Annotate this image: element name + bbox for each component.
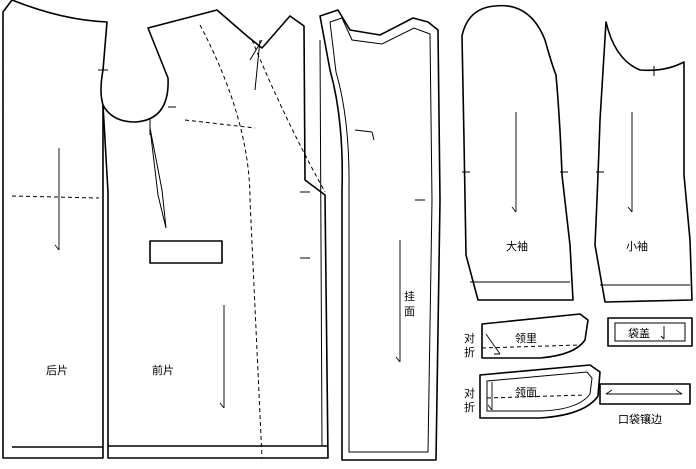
top-sleeve-outline xyxy=(461,4,574,301)
pocket-flap-grainline xyxy=(660,326,665,340)
facing-label-2: 面 xyxy=(404,305,415,318)
pocket-flap-inner xyxy=(614,322,686,342)
back-waist-line xyxy=(11,195,100,199)
front-edge-line xyxy=(319,39,323,447)
under-collar-outline xyxy=(481,313,589,359)
under-collar-grainline xyxy=(485,333,501,355)
pocket-flap-label: 袋盖 xyxy=(628,326,650,340)
front-piece-label: 前片 xyxy=(152,363,174,377)
pocket-flap-outer xyxy=(607,317,693,347)
under-sleeve-piece: 小袖 xyxy=(594,21,693,303)
front-lapel-notch xyxy=(249,39,263,91)
facing-label-1: 挂 xyxy=(404,289,415,303)
under-collar-label: 领里 xyxy=(515,332,537,345)
under-sleeve-grainline xyxy=(627,112,633,213)
pocket-flap-piece: 袋盖 xyxy=(607,317,693,347)
fold-label-2b: 折 xyxy=(464,400,475,414)
front-piece: 前片 xyxy=(102,9,329,459)
under-sleeve-outline xyxy=(594,21,693,303)
front-piece-outline xyxy=(102,9,329,459)
facing-grainline xyxy=(395,240,401,363)
back-piece-outline xyxy=(2,0,108,459)
top-sleeve-grainline xyxy=(511,112,517,213)
pocket-welt-piece: 口袋镶边 xyxy=(599,383,691,426)
front-dart-line-1 xyxy=(199,24,263,459)
back-grainline xyxy=(54,148,60,251)
fold-label-1b: 折 xyxy=(464,345,475,359)
under-sleeve-notch xyxy=(596,66,655,173)
top-collar-outline xyxy=(479,364,601,419)
pocket-welt-grainline xyxy=(605,389,683,395)
top-collar-inner-line xyxy=(486,371,593,412)
front-pocket-rect xyxy=(149,240,223,264)
fold-label-1a: 对 xyxy=(464,331,475,345)
back-piece: 后片 xyxy=(2,0,108,459)
under-collar-fold-line xyxy=(481,344,581,349)
top-collar-piece: 领面 对 折 xyxy=(464,364,601,419)
front-grainline xyxy=(219,305,225,409)
top-sleeve-label: 大袖 xyxy=(506,239,528,253)
pocket-welt-label: 口袋镶边 xyxy=(618,412,662,426)
top-collar-label: 领面 xyxy=(515,386,537,399)
front-chest-line xyxy=(184,119,256,129)
pocket-welt-outline xyxy=(599,383,691,405)
facing-notch xyxy=(354,129,375,141)
under-sleeve-label: 小袖 xyxy=(626,239,648,253)
top-sleeve-piece: 大袖 xyxy=(461,4,574,301)
facing-outline xyxy=(319,9,441,461)
back-piece-label: 后片 xyxy=(46,364,68,377)
front-roll-line xyxy=(251,39,326,193)
top-collar-grainline xyxy=(487,382,493,411)
under-collar-piece: 领里 对 折 xyxy=(464,313,589,359)
fold-label-2a: 对 xyxy=(464,386,475,400)
facing-inner-line xyxy=(329,17,433,453)
facing-piece: 挂 面 xyxy=(319,9,441,461)
top-collar-fold-line xyxy=(486,394,586,399)
front-bust-dart xyxy=(149,127,167,229)
